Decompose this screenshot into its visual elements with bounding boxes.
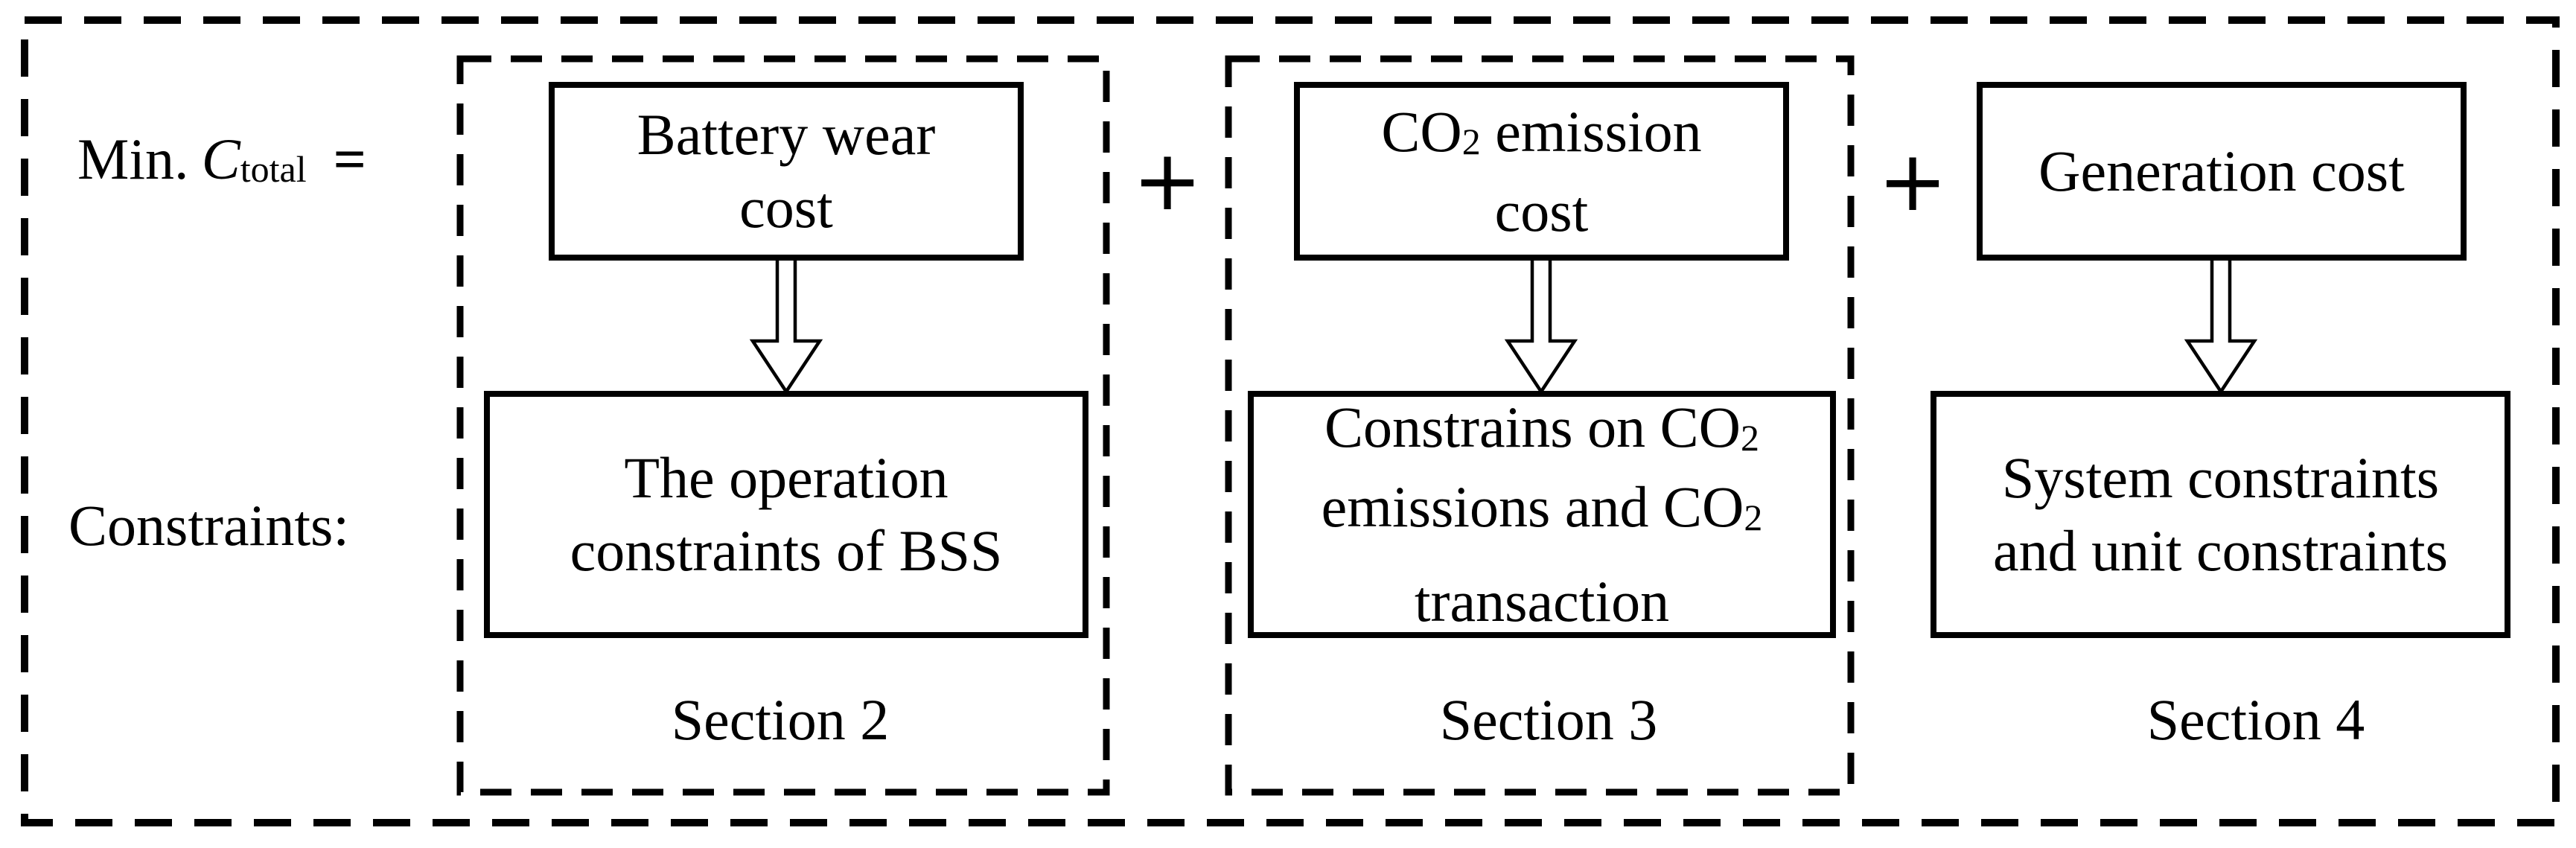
co2-emission-cost-box: CO2 emission cost <box>1294 82 1789 261</box>
constraint-box-line: System constraints <box>2001 445 2440 510</box>
outer-dashed-border <box>21 16 2560 826</box>
constraint-box-line: Constrains on CO2 <box>1324 395 1760 459</box>
bss-operation-constraints-box: The operation constraints of BSS <box>484 391 1088 638</box>
constraint-box-line: constraints of BSS <box>570 518 1003 583</box>
cost-box-line: cost <box>1494 178 1589 243</box>
constraint-box-line: emissions and CO2 <box>1321 474 1763 539</box>
arrow-down-icon <box>1504 256 1578 395</box>
section-2-caption: Section 2 <box>671 687 890 752</box>
objective-equation-label: Min.Ctotal = <box>77 118 366 208</box>
co2-emission-transaction-constraints-box: Constrains on CO2 emissions and CO2 tran… <box>1248 391 1836 638</box>
constraint-box-line: The operation <box>624 445 949 510</box>
constraint-box-line: transaction <box>1414 569 1670 634</box>
cost-box-line: Generation cost <box>2038 138 2405 203</box>
cost-box-line: CO2 emission <box>1381 98 1702 164</box>
section-4-caption: Section 4 <box>2146 687 2365 752</box>
equation-variable: C <box>201 127 240 191</box>
section3-dashed-border <box>1225 55 1855 796</box>
generation-cost-box: Generation cost <box>1977 82 2467 261</box>
cost-box-line: cost <box>739 175 833 240</box>
equation-equals-sign: = <box>333 127 367 191</box>
constraints-row-label: Constraints: <box>68 493 350 558</box>
plus-operator: + <box>1878 133 1948 230</box>
arrow-down-icon <box>749 256 823 395</box>
constraint-box-line: and unit constraints <box>1993 518 2448 583</box>
arrow-down-icon <box>2184 256 2258 395</box>
battery-wear-cost-box: Battery wear cost <box>549 82 1024 261</box>
equation-min-text: Min. <box>77 127 189 191</box>
section-3-caption: Section 3 <box>1439 687 1658 752</box>
cost-box-line: Battery wear <box>637 102 936 167</box>
system-unit-constraints-box: System constraints and unit constraints <box>1931 391 2510 638</box>
plus-operator: + <box>1132 133 1202 229</box>
equation-subscript: total <box>240 147 307 190</box>
section2-dashed-border <box>456 55 1110 796</box>
